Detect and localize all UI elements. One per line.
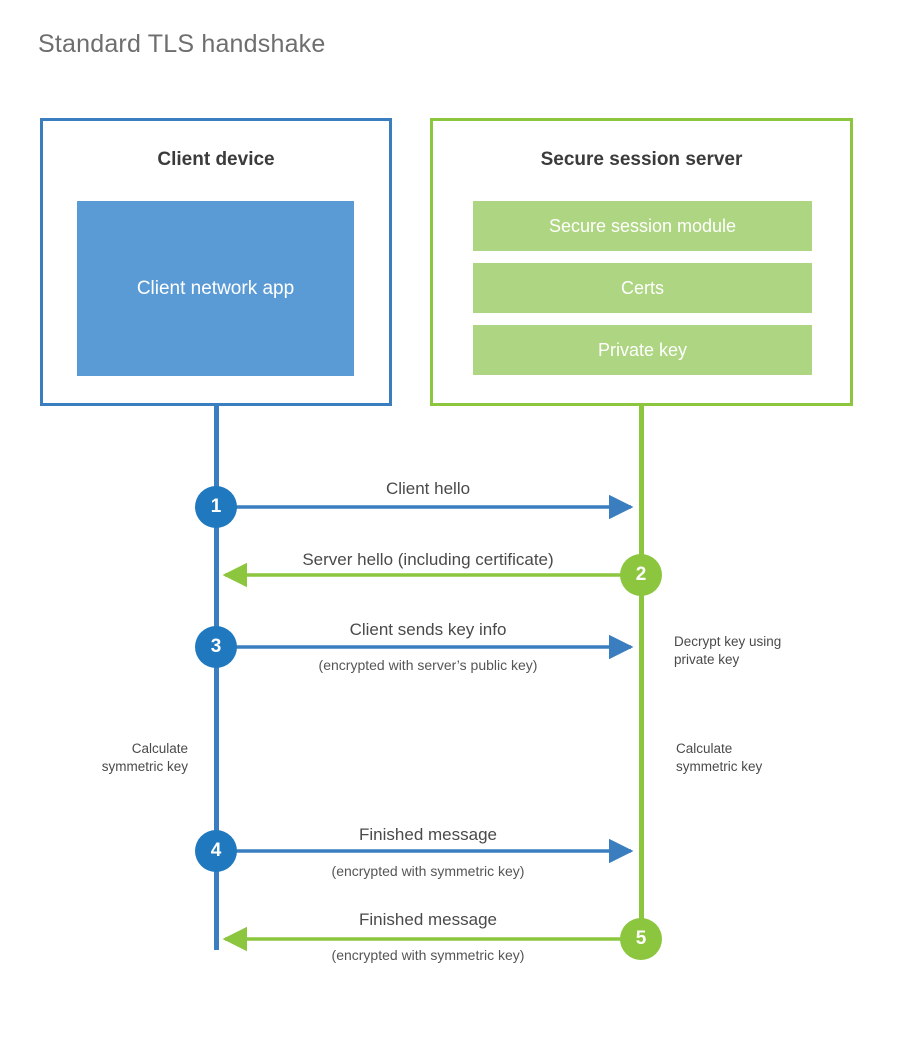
page-title: Standard TLS handshake [38,30,326,58]
participant-title-client: Client device [157,149,275,170]
annotation-client-calculate-symmetric-key: Calculate symmetric key [101,741,188,775]
step-circle-3[interactable]: 3 [195,626,237,668]
step-circle-4[interactable]: 4 [195,830,237,872]
message-sublabel-3: (encrypted with server’s public key) [318,657,538,673]
server-block-certs: Certs [473,263,812,313]
participant-box-client: Client device Client network app [40,118,392,406]
client-network-app-block: Client network app [77,201,354,376]
lifeline-client [214,405,219,950]
message-label-4: Finished message [359,825,497,844]
message-label-2: Server hello (including certificate) [302,550,554,569]
participant-title-server: Secure session server [540,149,743,170]
message-label-3: Client sends key info [349,620,507,639]
server-block-secure-session-module: Secure session module [473,201,812,251]
lifeline-server [639,405,644,939]
message-label-1: Client hello [385,479,471,498]
server-block-private-key: Private key [473,325,812,375]
step-circle-2[interactable]: 2 [620,554,662,596]
step-circle-5[interactable]: 5 [620,918,662,960]
annotation-server-calculate-symmetric-key: Calculate symmetric key [676,741,763,775]
step-circle-1[interactable]: 1 [195,486,237,528]
message-label-5: Finished message [359,910,497,929]
annotation-decrypt-key: Decrypt key using private key [674,634,782,668]
message-sublabel-4: (encrypted with symmetric key) [331,863,525,879]
participant-box-server: Secure session server Secure session mod… [430,118,853,406]
message-sublabel-5: (encrypted with symmetric key) [331,947,525,963]
